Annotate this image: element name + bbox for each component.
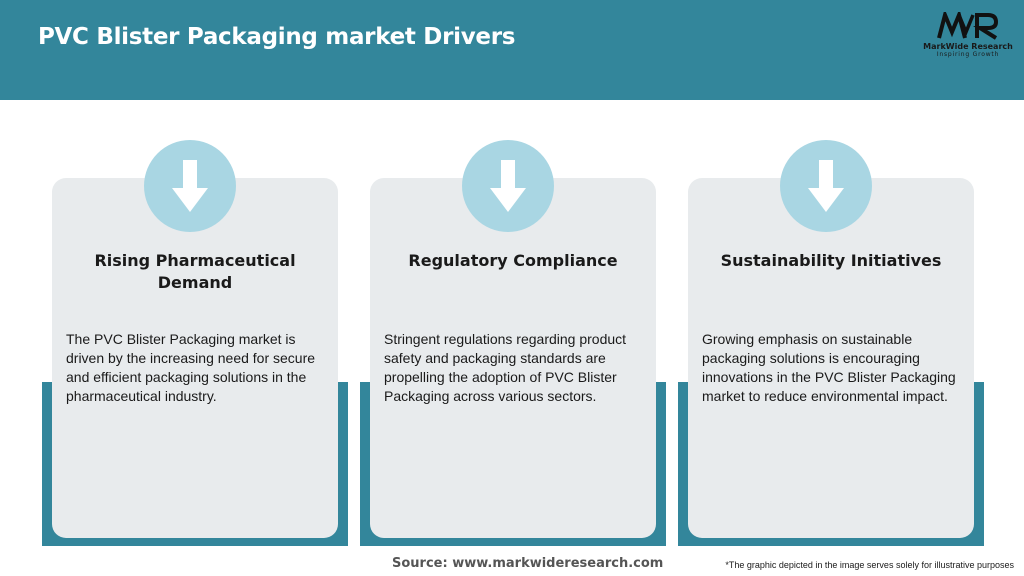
down-arrow-icon <box>462 140 554 232</box>
card-title: Rising Pharmaceutical Demand <box>94 251 296 292</box>
logo-tagline: Inspiring Growth <box>936 51 1000 58</box>
company-logo: MarkWide Research Inspiring Growth <box>922 12 1014 64</box>
card-panel: Sustainability Initiatives Growing empha… <box>688 140 974 538</box>
driver-card-3: Sustainability Initiatives Growing empha… <box>678 140 994 548</box>
card-panel: Regulatory Compliance Stringent regulati… <box>370 140 656 538</box>
card-description: Growing emphasis on sustainable packagin… <box>702 331 956 404</box>
card-title: Regulatory Compliance <box>408 251 618 270</box>
down-arrow-icon <box>144 140 236 232</box>
header-banner: PVC Blister Packaging market Drivers Mar… <box>0 0 1024 100</box>
down-arrow-icon <box>780 140 872 232</box>
card-description: The PVC Blister Packaging market is driv… <box>66 331 316 404</box>
card-panel: Rising Pharmaceutical Demand The PVC Bli… <box>52 140 338 538</box>
driver-card-1: Rising Pharmaceutical Demand The PVC Bli… <box>42 140 358 548</box>
driver-card-2: Regulatory Compliance Stringent regulati… <box>360 140 676 548</box>
page-title: PVC Blister Packaging market Drivers <box>38 24 516 50</box>
mwr-logo-icon <box>937 12 999 40</box>
card-title: Sustainability Initiatives <box>720 251 942 270</box>
source-text: Source: www.markwideresearch.com <box>392 556 664 571</box>
disclaimer-text: *The graphic depicted in the image serve… <box>725 560 1014 570</box>
logo-name: MarkWide Research <box>923 42 1013 51</box>
card-description: Stringent regulations regarding product … <box>384 331 627 404</box>
